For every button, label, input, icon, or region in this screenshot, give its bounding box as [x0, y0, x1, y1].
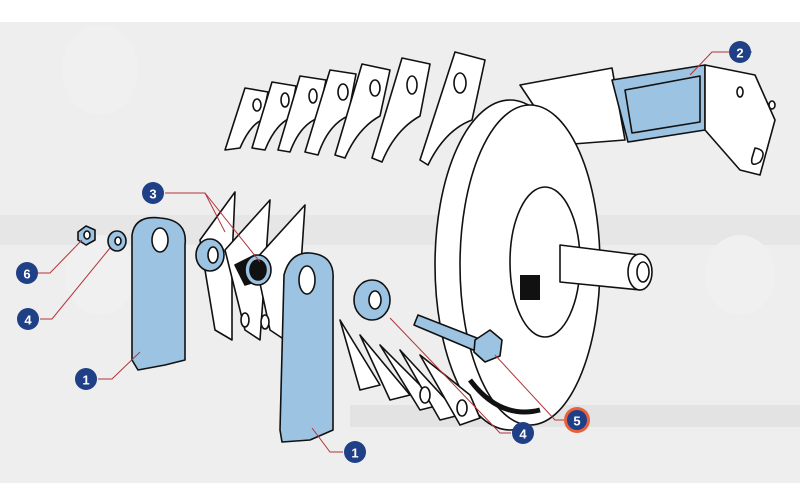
callout-4a[interactable]: 4	[17, 308, 39, 330]
callout-1a[interactable]: 1	[75, 368, 97, 390]
flail-blade-left	[131, 216, 187, 371]
callout-label: 5	[573, 414, 580, 429]
callout-label: 6	[23, 267, 30, 282]
callout-label: 1	[82, 373, 89, 388]
flail-blade-right	[279, 252, 334, 443]
callout-4b[interactable]: 4	[512, 422, 534, 444]
callout-label: 2	[736, 46, 743, 61]
bolt	[413, 314, 503, 363]
upper-blade-row	[224, 51, 486, 166]
washer-left	[107, 230, 127, 252]
callout-6[interactable]: 6	[16, 262, 38, 284]
callout-label: 4	[24, 313, 32, 328]
lower-blade-row	[199, 191, 481, 426]
callout-3[interactable]: 3	[142, 182, 164, 204]
callout-5[interactable]: 5	[564, 407, 590, 433]
bushing	[195, 238, 272, 286]
callout-label: 4	[519, 427, 527, 442]
callout-2[interactable]: 2	[729, 41, 751, 63]
callout-1b[interactable]: 1	[344, 441, 366, 463]
callout-label: 1	[351, 446, 358, 461]
callout-label: 3	[149, 187, 156, 202]
leader-lines	[38, 51, 752, 453]
washer-right	[353, 279, 391, 321]
blade-stack-spacer	[519, 64, 776, 176]
